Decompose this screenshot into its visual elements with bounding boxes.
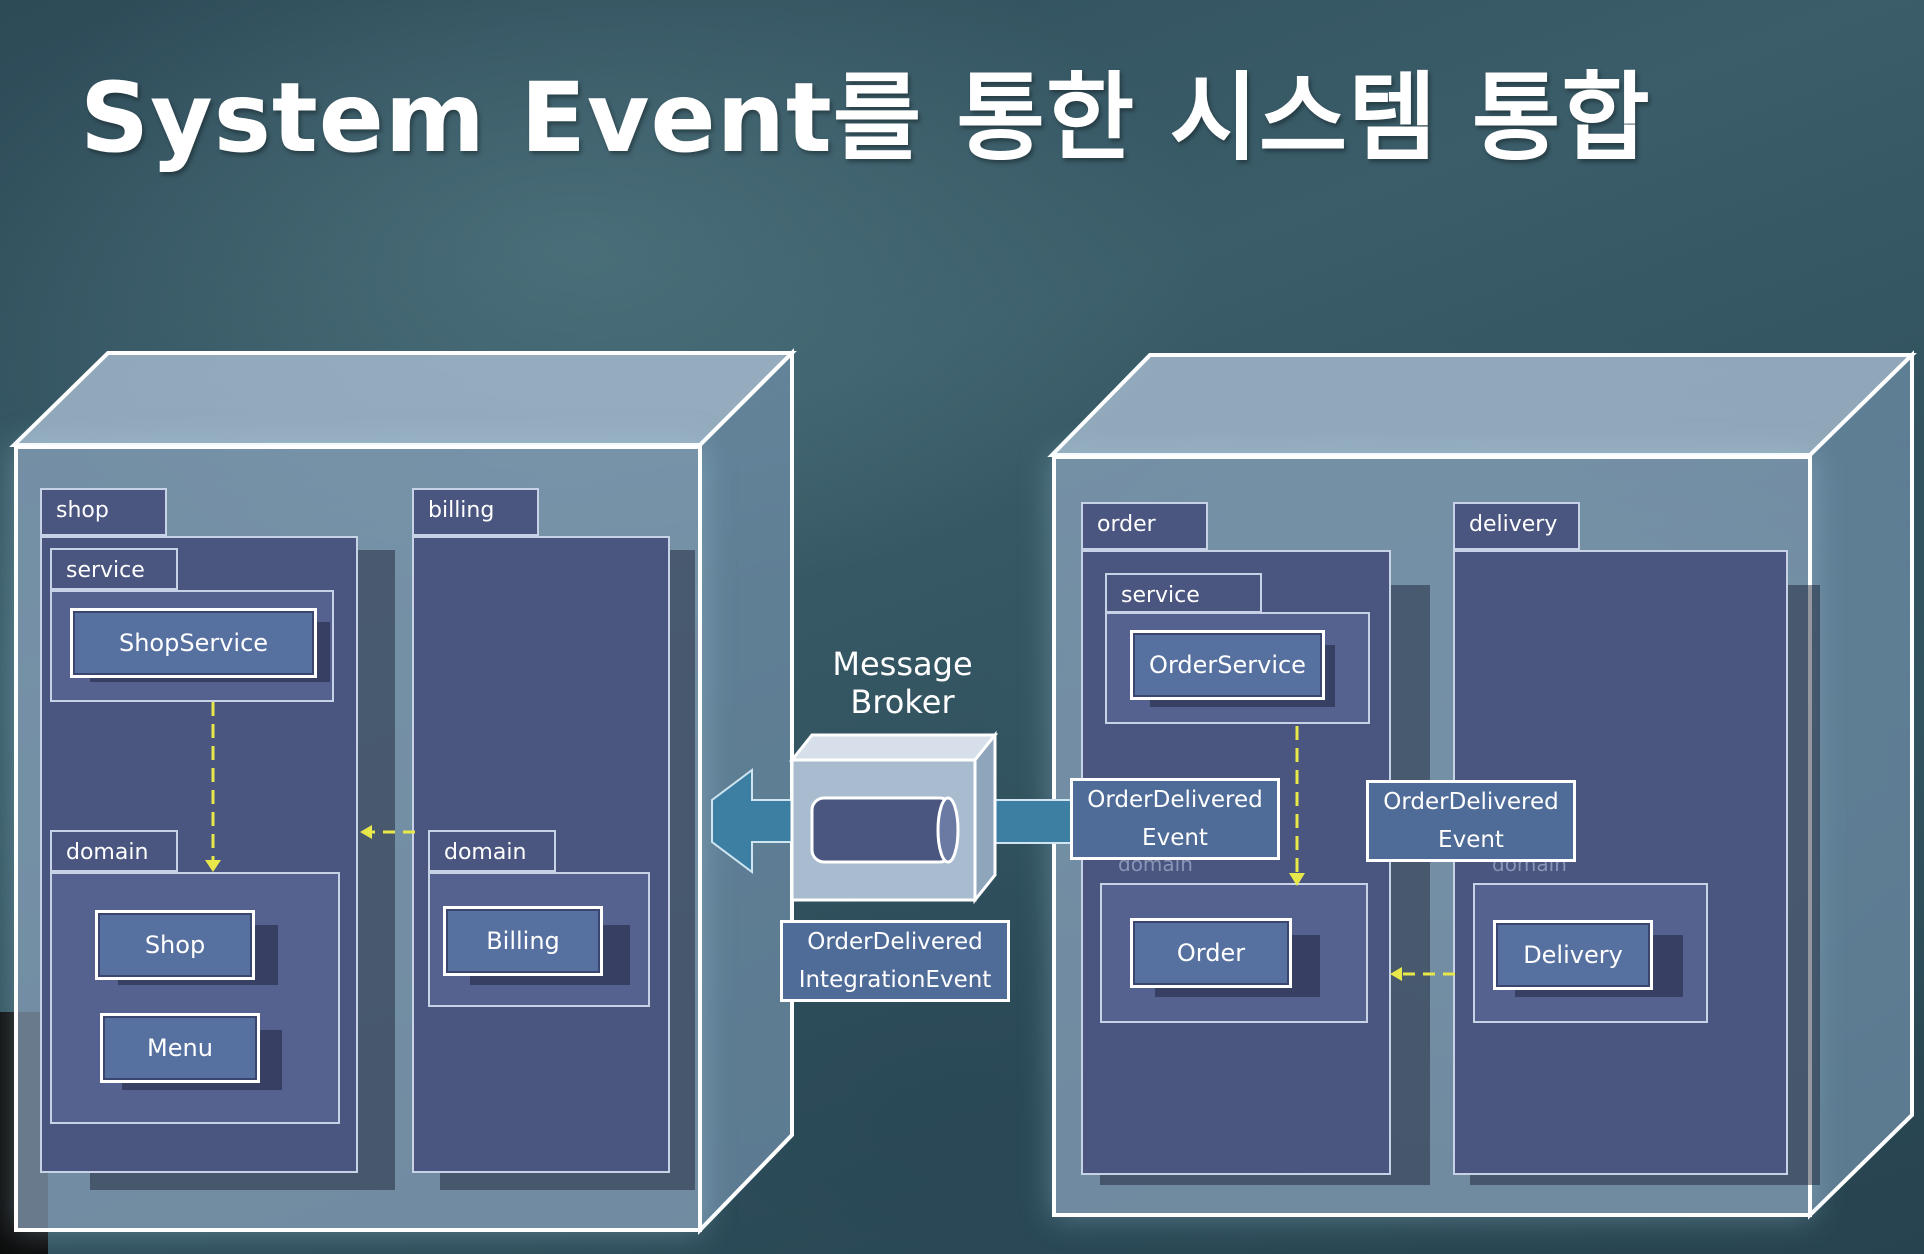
order-event-line1: OrderDelivered: [1087, 787, 1263, 813]
delivery-event-line2: Event: [1438, 827, 1504, 853]
billing-package-tab: billing: [412, 488, 539, 536]
broker-queue: [810, 796, 954, 864]
order-class: Order: [1130, 918, 1292, 988]
order-event-line2: Event: [1142, 825, 1208, 851]
message-broker-label-line1: Message: [832, 645, 973, 683]
delivery-class: Delivery: [1493, 920, 1653, 990]
broker-out-arrow: [711, 768, 796, 874]
order-service-arrowhead: [1289, 873, 1305, 886]
billing-domain-tab: domain: [428, 830, 556, 872]
delivery-package-tab: delivery: [1453, 502, 1580, 550]
order-service-tab: service: [1105, 573, 1262, 613]
broker-cube-side: [973, 730, 997, 905]
shop-service-arrowhead: [205, 860, 221, 872]
order-delivered-event-box: OrderDelivered Event: [1070, 778, 1280, 860]
message-broker-label: Message Broker: [800, 645, 1005, 721]
integration-event-line2: IntegrationEvent: [798, 967, 992, 993]
delivery-arrowhead: [1390, 967, 1402, 981]
shop-class: Shop: [95, 910, 255, 980]
broker-queue-end: [936, 796, 960, 864]
slide-title: System Event를 통한 시스템 통합: [80, 62, 1651, 174]
shop-domain-tab: domain: [50, 830, 178, 872]
broker-cube-top: [788, 733, 999, 762]
shop-package-tab: shop: [40, 488, 167, 536]
order-package-tab: order: [1081, 502, 1208, 550]
billing-class: Billing: [443, 906, 603, 976]
delivery-order-delivered-event-box: OrderDelivered Event: [1366, 780, 1576, 862]
integration-event-line1: OrderDelivered: [807, 929, 983, 955]
order-service-class: OrderService: [1130, 630, 1325, 700]
delivery-event-line1: OrderDelivered: [1383, 789, 1559, 815]
integration-event-box: OrderDelivered IntegrationEvent: [780, 920, 1010, 1002]
menu-class: Menu: [100, 1013, 260, 1083]
shop-service-class: ShopService: [70, 608, 317, 678]
billing-arrowhead: [360, 825, 372, 839]
message-broker-label-line2: Broker: [850, 683, 955, 721]
delivery-package: [1453, 550, 1788, 1175]
shop-service-tab: service: [50, 548, 178, 590]
